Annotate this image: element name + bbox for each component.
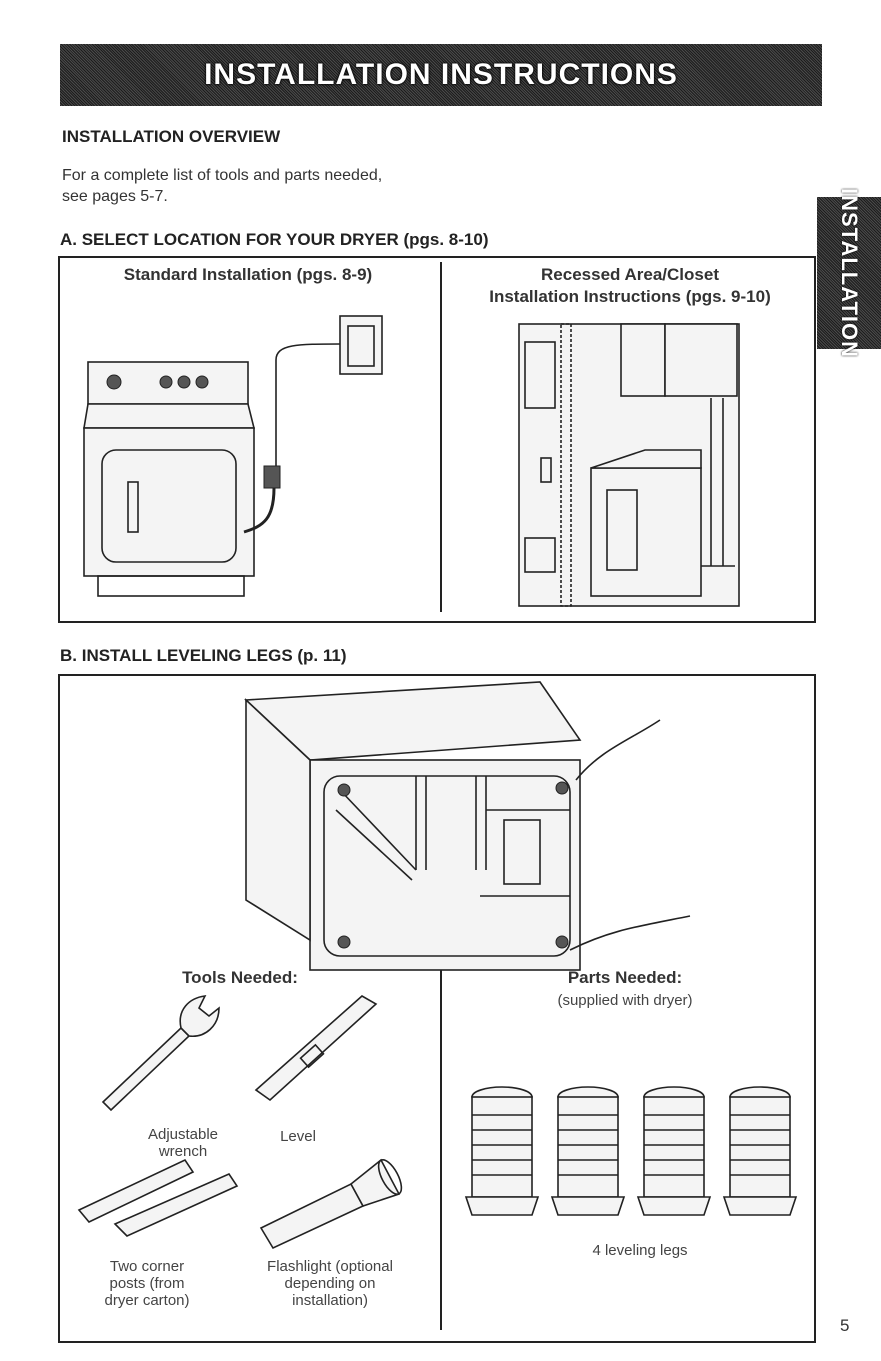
recessed-closet-illustration [518,323,740,607]
leveling-legs-parts [464,1086,798,1216]
section-a-box [58,256,816,623]
page-title: INSTALLATION INSTRUCTIONS [204,58,678,91]
section-b-divider [440,960,442,1330]
corner-posts-label: Two corner posts (from dryer carton) [104,1258,190,1309]
flashlight-icon [259,1158,403,1250]
overview-text: For a complete list of tools and parts n… [62,167,383,205]
corner-posts-icon [77,1158,239,1237]
side-tab-label: INSTALLATION [837,187,862,359]
leveling-legs-label: 4 leveling legs [592,1242,688,1259]
wrench-icon [101,995,220,1112]
section-b-heading: B. INSTALL LEVELING LEGS (p. 11) [60,646,347,665]
side-tab: INSTALLATION [817,188,881,358]
section-b-box [58,674,816,1343]
level-icon [254,995,378,1102]
leveling-leg-icon [636,1086,712,1216]
leveling-leg-icon [464,1086,540,1216]
flashlight-label: Flashlight (optional depending on instal… [267,1258,393,1309]
leveling-leg-icon [722,1086,798,1216]
leveling-legs-illustration [244,681,691,971]
leveling-leg-icon [550,1086,626,1216]
page-number: 5 [840,1316,850,1335]
standard-installation-label: Standard Installation (pgs. 8-9) [123,265,373,284]
overview-heading: INSTALLATION OVERVIEW [62,127,281,146]
level-label: Level [280,1128,316,1145]
header-banner: INSTALLATION INSTRUCTIONS [60,44,822,106]
recessed-line-2: Installation Instructions (pgs. 9-10) [489,287,771,306]
parts-heading: Parts Needed: [567,968,683,987]
wrench-label: Adjustable wrench [147,1126,219,1160]
parts-subheading: (supplied with dryer) [557,992,693,1009]
tools-heading: Tools Needed: [182,968,298,987]
recessed-line-1: Recessed Area/Closet [541,265,719,284]
section-a-heading: A. SELECT LOCATION FOR YOUR DRYER (pgs. … [60,230,489,249]
standard-dryer-illustration [83,315,383,597]
section-a-divider [440,262,442,612]
